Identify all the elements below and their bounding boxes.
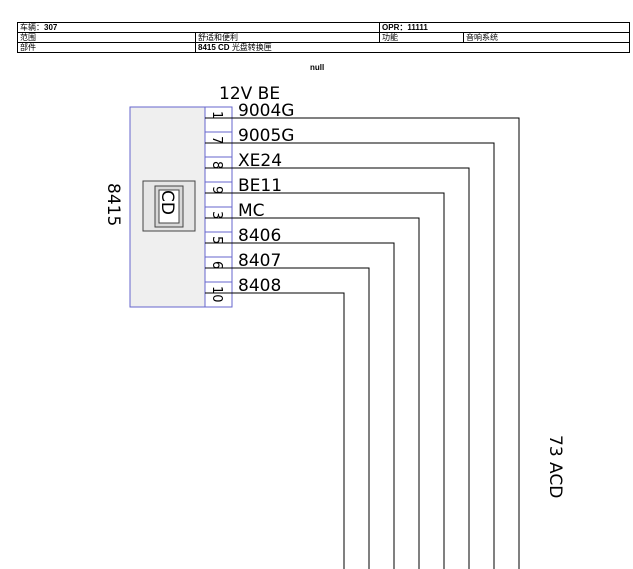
null-label: null <box>310 63 325 72</box>
component-code: 8415 <box>103 183 123 226</box>
wire-label: 9005G <box>238 126 294 146</box>
pin-cell <box>204 131 233 158</box>
pin-cell <box>204 231 233 258</box>
wire-line <box>205 267 370 569</box>
pin-number: 7 <box>209 136 224 144</box>
pin-cell <box>204 106 233 133</box>
cd-changer-icon: CD <box>142 180 196 232</box>
pin-cell <box>204 281 233 308</box>
wire-label: 9004G <box>238 101 294 121</box>
pin-number: 8 <box>209 161 224 169</box>
connector-label: 73 ACD <box>545 435 565 498</box>
wire-line <box>205 167 470 569</box>
pin-cell <box>204 156 233 183</box>
wire-label: 8406 <box>238 226 281 246</box>
part-value: 8415 CD 光盘转换匣 <box>194 42 631 53</box>
supply-label: 12V BE <box>219 84 280 104</box>
pin-number: 10 <box>209 286 224 303</box>
pin-number: 1 <box>209 111 224 119</box>
pin-cell <box>204 181 233 208</box>
pin-cell <box>204 256 233 283</box>
wire-line <box>205 192 445 569</box>
header-row-part: 部件 8415 CD 光盘转换匣 <box>17 42 631 53</box>
header-table: 车辆：307 OPR：11111 范围 舒适和便利 功能 音响系统 部件 841… <box>16 22 631 53</box>
wire-line <box>205 292 345 569</box>
wire-label: XE24 <box>238 151 282 171</box>
pin-cell <box>204 206 233 233</box>
connector-pins: 1 7 8 9 3 5 6 10 <box>204 106 233 308</box>
wire-label: MC <box>238 201 265 221</box>
wire-line <box>205 117 520 569</box>
wire-line <box>205 242 395 569</box>
pin-number: 5 <box>209 236 224 244</box>
pin-number: 9 <box>209 186 224 194</box>
pin-number: 6 <box>209 261 224 269</box>
component-symbol: CD <box>157 190 177 215</box>
pin-number: 3 <box>209 211 224 219</box>
wire-line <box>205 142 495 569</box>
wire-line <box>205 217 420 569</box>
wire-label: 8407 <box>238 251 281 271</box>
wire-label: 8408 <box>238 276 281 296</box>
wire-label: BE11 <box>238 176 282 196</box>
